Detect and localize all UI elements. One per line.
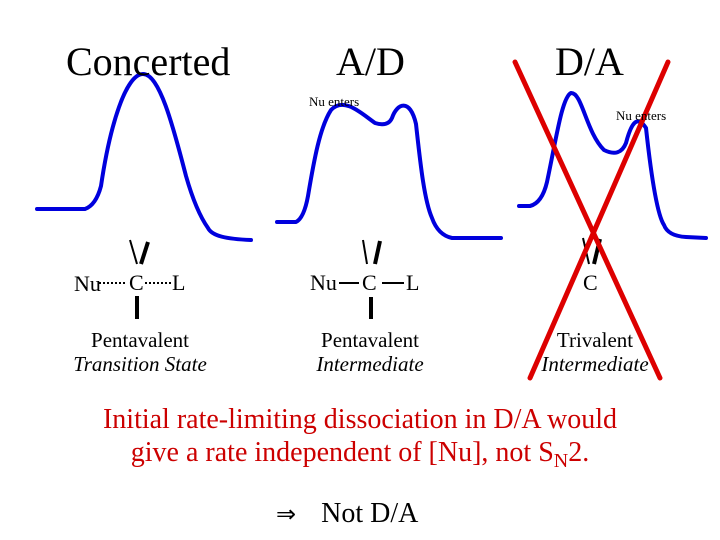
ad-substituent-bond-right xyxy=(373,240,382,265)
concerted-energy-curve xyxy=(35,72,253,242)
ad-c-atom: C xyxy=(362,270,377,295)
da-label-line2: Intermediate xyxy=(541,352,649,376)
conclusion-line1: Initial rate-limiting dissociation in D/… xyxy=(102,404,618,435)
concerted-c-atom: C xyxy=(129,270,144,295)
ad-label-line2: Intermediate xyxy=(316,352,424,376)
ad-label-line1: Pentavalent xyxy=(321,328,419,352)
concerted-title: Concerted xyxy=(66,39,231,84)
conclusion-line2-post: 2. xyxy=(568,437,590,468)
ad-substituent-bond-left xyxy=(362,239,368,265)
ad-nu-enters-label: Nu enters xyxy=(309,94,360,109)
concerted-label-line2: Transition State xyxy=(73,352,207,376)
ad-title: A/D xyxy=(336,39,405,84)
concerted-label-line1: Pentavalent xyxy=(91,328,189,352)
ad-nu-atom: Nu xyxy=(310,270,337,295)
concerted-l-atom: L xyxy=(172,270,186,295)
final-conclusion-text: Not D/A xyxy=(321,498,419,529)
ad-label: Pentavalent Intermediate xyxy=(285,328,455,376)
da-cross-stroke-2 xyxy=(527,59,671,381)
conclusion-line2-pre: give a rate independent of [Nu], not S xyxy=(130,437,554,468)
conclusion-line2-sub: N xyxy=(553,450,569,472)
da-cross-stroke-1 xyxy=(512,59,663,381)
concerted-substituent-bond-right xyxy=(139,241,150,265)
conclusion-text: Initial rate-limiting dissociation in D/… xyxy=(20,403,700,472)
da-nu-enters-label: Nu enters xyxy=(616,108,667,123)
da-label-line1: Trivalent xyxy=(556,328,634,352)
concerted-label: Pentavalent Transition State xyxy=(45,328,235,376)
ad-l-atom: L xyxy=(406,270,420,295)
concerted-substituent-bond-left xyxy=(129,239,138,265)
da-c-atom: C xyxy=(583,270,598,295)
da-label: Trivalent Intermediate xyxy=(525,328,665,376)
da-title: D/A xyxy=(555,39,624,84)
implies-arrow-icon: ⇒ xyxy=(276,500,297,528)
concerted-nu-atom: Nu xyxy=(74,271,101,296)
conclusion-line2: give a rate independent of [Nu], not SN2… xyxy=(20,436,700,472)
ad-energy-curve xyxy=(275,102,503,240)
da-energy-curve xyxy=(517,91,708,240)
final-conclusion: ⇒ Not D/A xyxy=(276,498,418,530)
